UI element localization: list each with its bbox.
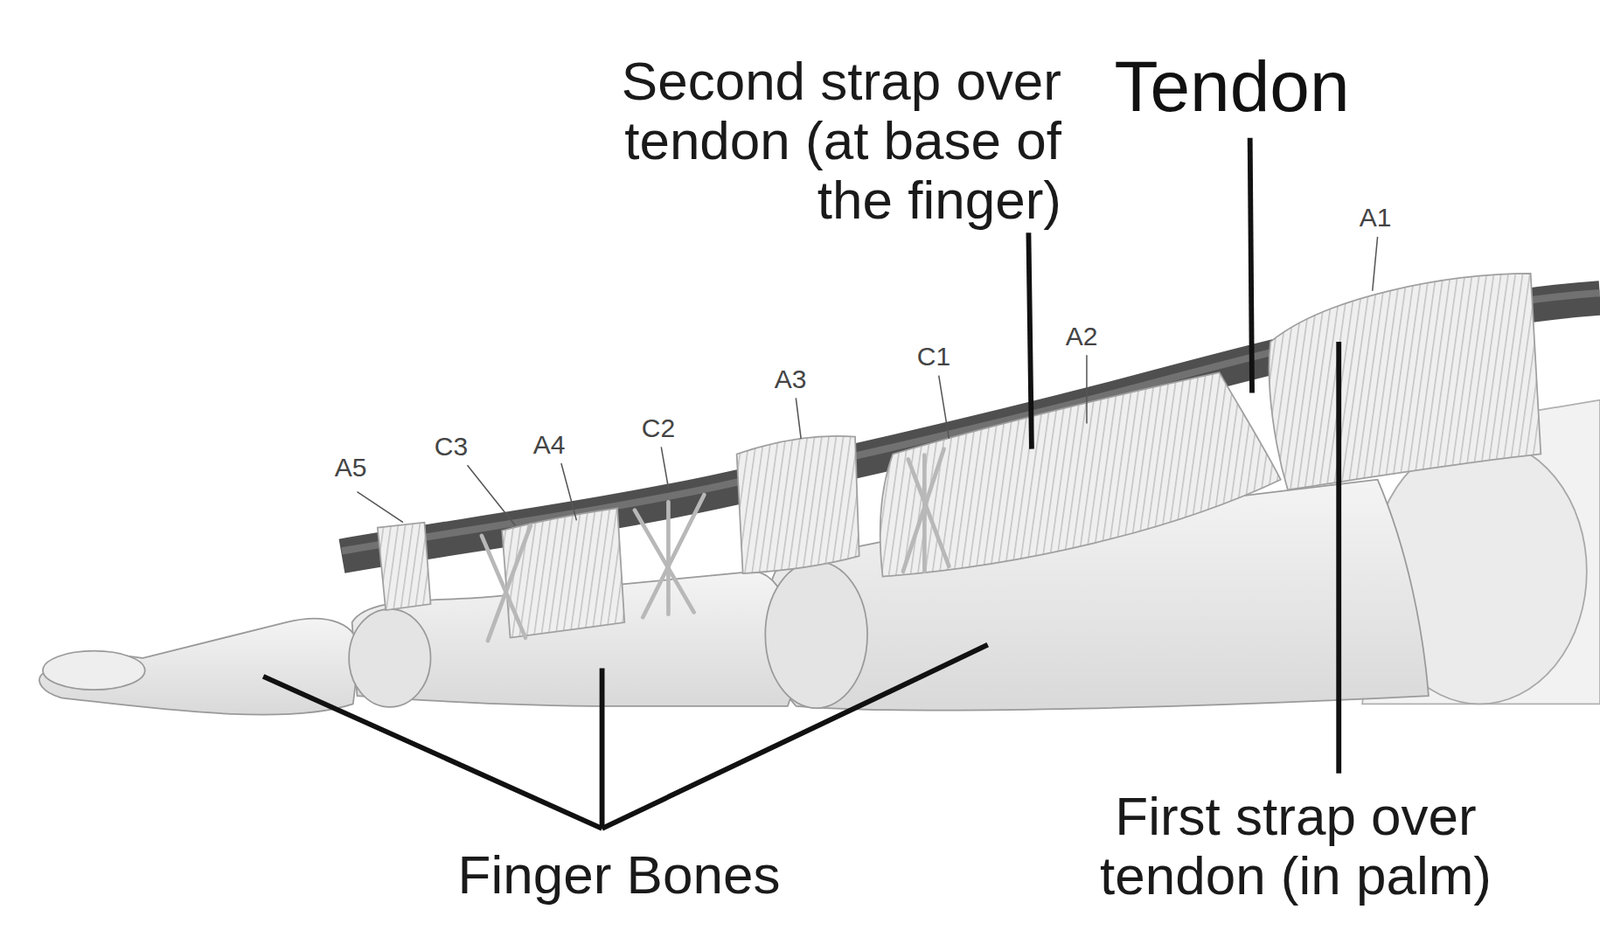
a4-pulley <box>501 507 625 638</box>
leader-line <box>599 668 606 829</box>
pulley-label: C1 <box>917 341 951 372</box>
pulley-label: A5 <box>334 452 368 483</box>
callout-label: Finger Bones <box>458 845 781 905</box>
pulley-label: A2 <box>1065 321 1099 352</box>
cruciate-strand <box>634 510 695 613</box>
leader-line <box>467 465 516 526</box>
leader-line <box>1250 138 1253 394</box>
pulley-label: C2 <box>641 413 675 444</box>
a5-pulley <box>377 522 432 611</box>
a1-pulley <box>1268 273 1541 490</box>
cruciate-strand <box>481 535 526 639</box>
leader-line <box>660 446 668 488</box>
pulley-label: A3 <box>774 364 807 395</box>
cruciate-strand <box>903 449 945 572</box>
c1-pulley <box>903 449 950 572</box>
joint-condyle <box>765 561 868 709</box>
leader-line <box>561 463 578 521</box>
callout-label: Second strap over tendon (at base of the… <box>541 51 1062 230</box>
joint-condyle <box>348 609 431 708</box>
leader-line <box>1372 236 1378 292</box>
a2-pulley <box>880 372 1281 577</box>
cruciate-strand <box>908 459 950 567</box>
cruciate-strand <box>487 525 531 641</box>
leader-line <box>1085 354 1088 424</box>
leader-line <box>795 397 801 439</box>
cruciate-strand <box>922 455 927 572</box>
cruciate-strand <box>666 501 671 614</box>
c2-pulley <box>634 494 704 618</box>
fingertip <box>42 651 146 690</box>
pulley-label: C3 <box>434 431 468 462</box>
c3-pulley <box>481 525 531 641</box>
a3-pulley <box>737 436 860 574</box>
callout-label: Tendon <box>1113 47 1350 126</box>
leader-line <box>602 645 988 829</box>
leader-line <box>263 676 602 829</box>
pulley-label: A1 <box>1359 202 1392 233</box>
leader-line <box>1335 341 1342 774</box>
leader-line <box>356 492 404 523</box>
cruciate-strand <box>642 494 704 618</box>
pulley-label: A4 <box>533 430 566 460</box>
leader-line <box>1028 232 1032 449</box>
leader-line <box>939 375 950 439</box>
callout-leaders <box>263 138 1339 829</box>
callout-label: First strap over tendon (in palm) <box>1078 786 1513 906</box>
pulley-leaders <box>356 236 1378 526</box>
